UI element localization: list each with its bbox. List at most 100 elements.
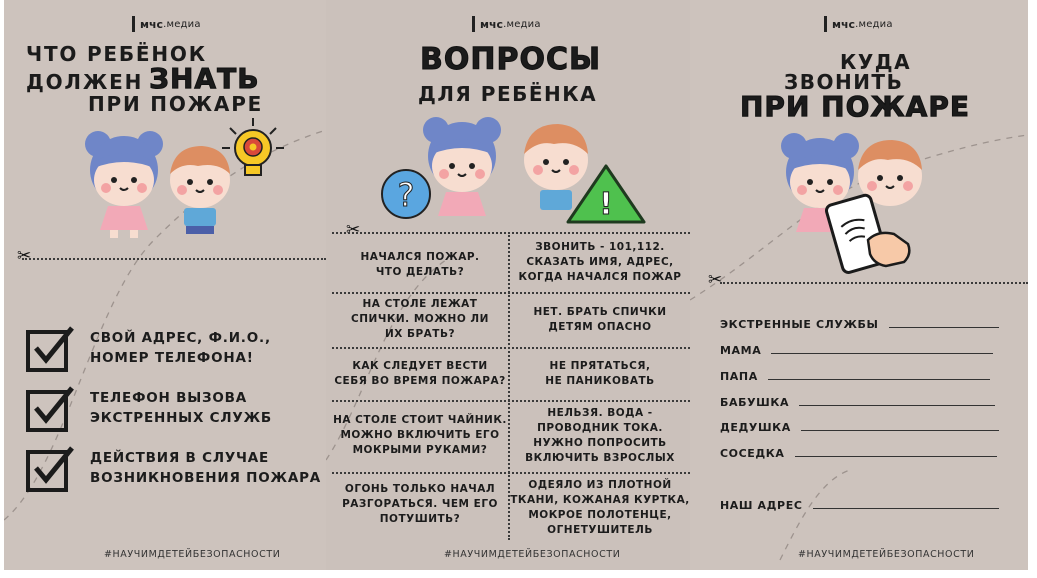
panel-questions: мчс.медиа ВОПРОСЫ ДЛЯ РЕБЁНКА [326, 0, 690, 570]
contact-label: ЭКСТРЕННЫЕ СЛУЖБЫ [720, 318, 879, 331]
panel-where-to-call: мчс.медиа КУДА ЗВОНИТЬ ПРИ ПОЖАРЕ [690, 0, 1028, 570]
scissors-icon: ✂ [346, 220, 361, 240]
answer-line: ПРОВОДНИК ТОКА. [537, 422, 663, 434]
check-box-icon [26, 446, 74, 492]
kids-illustration [423, 117, 588, 216]
answer-line: НУЖНО ПОПРОСИТЬ [533, 437, 667, 449]
check-box-icon [26, 386, 74, 432]
answer-line: НЕТ. БРАТЬ СПИЧКИ [533, 306, 667, 318]
check-item-line1: СВОЙ АДРЕС, Ф.И.О., [90, 330, 271, 346]
brand-logo: мчс.медиа [824, 16, 893, 32]
write-line [812, 508, 999, 509]
title-word-must: ДОЛЖЕН [26, 70, 144, 95]
panel3-title-line3: ПРИ ПОЖАРЕ [740, 90, 970, 123]
write-line [794, 456, 997, 457]
contact-label: МАМА [720, 344, 762, 357]
girl-figure [85, 131, 163, 238]
question-line: МОКРЫМИ РУКАМИ? [352, 444, 488, 456]
answer-cell: ЗВОНИТЬ - 101,112. СКАЗАТЬ ИМЯ, АДРЕС, К… [510, 240, 690, 285]
panel1-title-line2: ДОЛЖЕН ЗНАТЬ [26, 63, 260, 95]
cut-line [22, 258, 326, 260]
cut-line [720, 282, 1028, 284]
grid-line [332, 347, 690, 349]
answer-cell: НЕТ. БРАТЬ СПИЧКИ ДЕТЯМ ОПАСНО [510, 305, 690, 335]
answer-line: НЕ ПРЯТАТЬСЯ, [549, 360, 651, 372]
check-item-phone: ТЕЛЕФОН ВЫЗОВА ЭКСТРЕННЫХ СЛУЖБ [26, 384, 272, 432]
kids-illustration [85, 131, 230, 238]
write-line [888, 327, 999, 328]
brand-bar-icon [824, 16, 827, 32]
check-item-actions: ДЕЙСТВИЯ В СЛУЧАЕ ВОЗНИКНОВЕНИЯ ПОЖАРА [26, 444, 321, 492]
check-item-text: СВОЙ АДРЕС, Ф.И.О., НОМЕР ТЕЛЕФОНА! [90, 328, 271, 368]
contact-label: ПАПА [720, 370, 758, 383]
question-line: ПОТУШИТЬ? [379, 513, 461, 525]
write-line [799, 405, 996, 406]
contact-mom: МАМА [720, 344, 994, 357]
answer-line: ЗВОНИТЬ - 101,112. [535, 241, 665, 253]
contact-emergency: ЭКСТРЕННЫЕ СЛУЖБЫ [720, 318, 999, 331]
check-item-line2: НОМЕР ТЕЛЕФОНА! [90, 350, 254, 366]
scissors-icon: ✂ [17, 246, 32, 266]
contact-grandpa: ДЕДУШКА [720, 421, 999, 434]
boy-figure [524, 124, 588, 210]
write-line [800, 430, 999, 431]
contact-label: ДЕДУШКА [720, 421, 791, 434]
warning-mark: ! [599, 187, 613, 222]
girl-figure [423, 117, 501, 216]
decorative-curve [690, 134, 1028, 561]
check-item-line1: ДЕЙСТВИЯ В СЛУЧАЕ [90, 450, 270, 466]
question-line: ОГОНЬ ТОЛЬКО НАЧАЛ [344, 483, 496, 495]
question-line: МОЖНО ВКЛЮЧИТЬ ЕГО [340, 429, 500, 441]
question-line: НАЧАЛСЯ ПОЖАР. [360, 251, 480, 263]
answer-line: ОГНЕТУШИТЕЛЬ [547, 524, 653, 536]
answer-line: МОКРОЕ ПОЛОТЕНЦЕ, [528, 509, 672, 521]
grid-line [332, 292, 690, 294]
answer-cell: НЕ ПРЯТАТЬСЯ, НЕ ПАНИКОВАТЬ [510, 359, 690, 389]
boy-figure [858, 140, 922, 206]
decorative-curve [326, 259, 447, 461]
contact-label: НАШ АДРЕС [720, 499, 803, 512]
write-line [771, 353, 994, 354]
check-item-text: ТЕЛЕФОН ВЫЗОВА ЭКСТРЕННЫХ СЛУЖБ [90, 388, 272, 428]
answer-cell: ОДЕЯЛО ИЗ ПЛОТНОЙ ТКАНИ, КОЖАНАЯ КУРТКА,… [510, 478, 690, 538]
brand-bar-icon [472, 16, 475, 32]
question-line: НА СТОЛЕ СТОИТ ЧАЙНИК. [333, 414, 507, 426]
contact-label: БАБУШКА [720, 396, 790, 409]
brand-bar-icon [132, 16, 135, 32]
warning-icon: ! [566, 164, 646, 224]
write-line [767, 379, 990, 380]
question-line: СЕБЯ ВО ВРЕМЯ ПОЖАРА? [334, 375, 506, 387]
answer-cell: НЕЛЬЗЯ. ВОДА - ПРОВОДНИК ТОКА. НУЖНО ПОП… [510, 406, 690, 466]
contact-dad: ПАПА [720, 370, 990, 383]
answer-line: ОДЕЯЛО ИЗ ПЛОТНОЙ [528, 479, 672, 491]
check-item-line2: ЭКСТРЕННЫХ СЛУЖБ [90, 410, 273, 426]
question-cell: НАЧАЛСЯ ПОЖАР. ЧТО ДЕЛАТЬ? [332, 250, 508, 280]
question-cell: КАК СЛЕДУЕТ ВЕСТИ СЕБЯ ВО ВРЕМЯ ПОЖАРА? [332, 359, 508, 389]
brand-suffix: .медиа [163, 18, 201, 30]
panel1-title-line1: ЧТО РЕБЁНОК [26, 42, 207, 66]
brand-name: мчс [140, 17, 164, 31]
scissors-icon: ✂ [708, 270, 723, 290]
hashtag: #НАУЧИМДЕТЕЙБЕЗОПАСНОСТИ [798, 549, 975, 560]
contact-neighbor: СОСЕДКА [720, 447, 997, 460]
check-item-line2: ВОЗНИКНОВЕНИЯ ПОЖАРА [90, 470, 322, 486]
question-line: РАЗГОРАТЬСЯ. ЧЕМ ЕГО [342, 498, 498, 510]
answer-line: СКАЗАТЬ ИМЯ, АДРЕС, [526, 256, 674, 268]
check-item-address: СВОЙ АДРЕС, Ф.И.О., НОМЕР ТЕЛЕФОНА! [26, 324, 271, 372]
panel3-title-line2: ЗВОНИТЬ [784, 70, 904, 94]
question-cell: НА СТОЛЕ ЛЕЖАТ СПИЧКИ. МОЖНО ЛИ ИХ БРАТЬ… [332, 297, 508, 342]
contact-label: СОСЕДКА [720, 447, 785, 460]
girl-figure [781, 133, 859, 232]
brand-suffix: .медиа [503, 18, 541, 30]
answer-line: НЕЛЬЗЯ. ВОДА - [547, 407, 653, 419]
grid-divider [508, 232, 510, 540]
boy-figure [170, 146, 230, 234]
question-line: КАК СЛЕДУЕТ ВЕСТИ [352, 360, 488, 372]
hashtag: #НАУЧИМДЕТЕЙБЕЗОПАСНОСТИ [104, 549, 281, 560]
answer-line: КОГДА НАЧАЛСЯ ПОЖАР [518, 271, 682, 283]
contact-grandma: БАБУШКА [720, 396, 996, 409]
brand-suffix: .медиа [855, 18, 893, 30]
answer-line: НЕ ПАНИКОВАТЬ [545, 375, 655, 387]
brand-logo: мчс.медиа [132, 16, 201, 32]
question-mark: ? [398, 176, 415, 214]
